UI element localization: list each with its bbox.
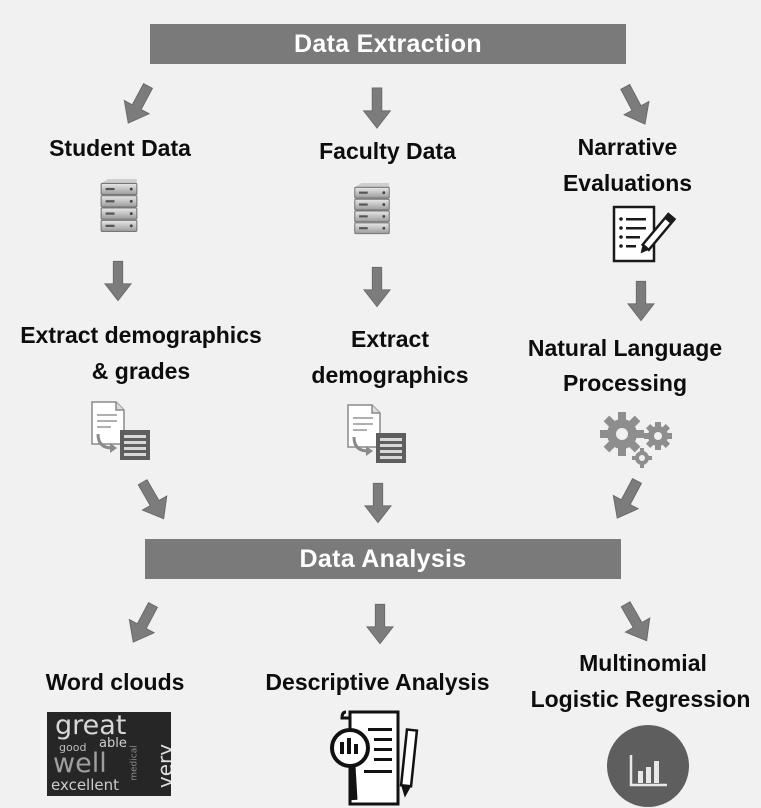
word-cloud-word: well: [53, 748, 107, 779]
data-extraction-banner: Data Extraction: [150, 24, 626, 64]
faculty-data-label: Faculty Data: [319, 138, 456, 164]
student-data-label: Student Data: [49, 135, 191, 161]
arrow-down-left-icon: [604, 473, 650, 526]
multinomial-label-line2: Logistic Regression: [530, 686, 751, 712]
word-clouds-label: Word clouds: [45, 669, 185, 695]
nlp-label-line2: Processing: [563, 370, 687, 396]
arrow-down-right-icon: [130, 474, 177, 527]
arrow-down-icon: [104, 260, 132, 302]
bar-chart-icon: [607, 725, 689, 807]
word-cloud-word: medical: [129, 745, 140, 781]
narrative-label-line1: Narrative: [577, 134, 678, 160]
document-extract-icon: [346, 403, 408, 465]
data-analysis-label: Data Analysis: [299, 544, 467, 573]
arrow-down-icon: [363, 87, 391, 129]
nlp-label-line1: Natural Language: [527, 335, 723, 361]
server-icon: [100, 179, 138, 232]
arrow-down-icon: [364, 482, 392, 524]
narrative-label-line2: Evaluations: [562, 170, 693, 196]
document-extract-icon: [90, 400, 152, 462]
word-cloud-icon: great good able well very excellent medi…: [47, 712, 171, 796]
arrow-down-icon: [627, 280, 655, 322]
extract-demographics-grades-line2: & grades: [91, 358, 191, 384]
arrow-down-icon: [363, 266, 391, 308]
data-extraction-label: Data Extraction: [294, 29, 482, 58]
server-icon: [354, 183, 390, 235]
multinomial-label-line1: Multinomial: [579, 650, 707, 676]
word-cloud-word: very: [153, 743, 171, 789]
arrow-down-icon: [366, 603, 394, 645]
arrow-down-right-icon: [613, 596, 660, 649]
extract-demographics-line1: Extract: [351, 326, 429, 352]
evaluation-form-icon: [612, 205, 677, 263]
descriptive-analysis-label: Descriptive Analysis: [265, 669, 490, 695]
extract-demographics-line2: demographics: [311, 362, 469, 388]
word-cloud-word: great: [55, 712, 127, 741]
extract-demographics-grades-line1: Extract demographics: [20, 322, 262, 348]
word-cloud-word: excellent: [51, 776, 120, 794]
magnifier-document-icon: [330, 710, 419, 806]
arrow-down-left-icon: [115, 78, 161, 131]
arrow-down-right-icon: [612, 79, 658, 132]
gears-icon: [600, 412, 672, 468]
data-analysis-banner: Data Analysis: [145, 539, 621, 579]
word-cloud-word: good: [59, 741, 87, 754]
word-cloud-word: able: [99, 736, 127, 751]
arrow-down-left-icon: [120, 597, 166, 650]
